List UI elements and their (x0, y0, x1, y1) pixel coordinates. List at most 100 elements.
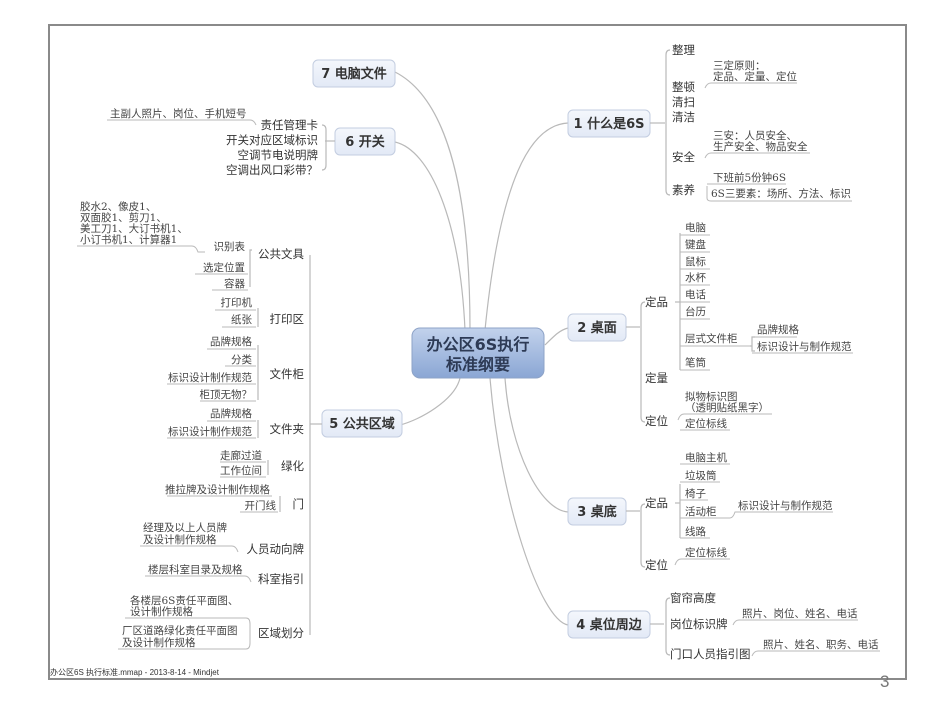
note-door-guide: 照片、姓名、职务、电话 (763, 638, 879, 651)
topic-what-is-6s[interactable]: 1 什么是6S (567, 109, 651, 138)
sub-stationery: 公共文具 (258, 247, 304, 261)
topic-switches[interactable]: 6 开关 (334, 127, 396, 156)
desk-surroundings-subtree: 窗帘高度 岗位标识牌 门口人员指引图 照片、岗位、姓名、电话 照片、姓名、职务、… (650, 591, 880, 661)
item-post-sign: 岗位标识牌 (670, 617, 728, 631)
sub-fixed-quantity: 定量 (645, 371, 668, 385)
svg-text:4 桌位周边: 4 桌位周边 (576, 617, 643, 633)
svg-text:7 电脑文件: 7 电脑文件 (321, 66, 387, 82)
sub-door: 门 (293, 497, 305, 511)
under-desk-subtree: 定品 定位 电脑主机 垃圾筒 椅子 活动柜 线路 标识设计与制作规范 定位标线 (626, 451, 833, 572)
item-switch-area-label: 开关对应区域标识 (226, 133, 318, 147)
footer-file-info: 办公区6S 执行标准.mmap - 2013-8-14 - Mindjet (50, 668, 219, 677)
item-ac-saving-sign: 空调节电说明牌 (238, 148, 319, 162)
svg-text:2 桌面: 2 桌面 (577, 320, 617, 336)
item-label-spec: 标识设计与制作规范 (757, 340, 852, 353)
sub-under-fixed-items: 定品 (645, 496, 668, 510)
note-responsibility-card: 主副人照片、岗位、手机短号 (110, 107, 247, 120)
what-is-6s-subtree: 整理 整顿 清扫 清洁 安全 素养 三定原则： 定品、定量、定位 三安：人员安全… (650, 43, 852, 202)
item-under-label-spec: 标识设计与制作规范 (738, 499, 833, 512)
item-trash: 垃圾筒 (685, 469, 717, 482)
central-topic[interactable]: 办公区6S执行 标准纲要 (411, 327, 545, 379)
center-connectors (394, 71, 569, 626)
item-mobile-cabinet: 活动柜 (685, 505, 717, 518)
item-keyboard: 键盘 (685, 238, 706, 251)
sub-staff-board: 人员动向牌 (247, 542, 305, 556)
note-three-safety-2: 生产安全、物品安全 (713, 140, 808, 153)
item-pc-host: 电脑主机 (685, 451, 727, 464)
item-workspace: 工作位间 (220, 464, 262, 477)
note-staff-board-2: 及设计制作规格 (143, 533, 217, 546)
topic-public-area[interactable]: 5 公共区域 (321, 409, 403, 438)
note-staff-board-1: 经理及以上人员牌 (143, 521, 227, 534)
sub-dept-guide: 科室指引 (258, 572, 304, 586)
item-safety: 安全 (672, 150, 695, 164)
note-area-4: 及设计制作规格 (122, 636, 196, 649)
item-select-position: 选定位置 (203, 261, 245, 274)
item-corridor: 走廊过道 (220, 449, 262, 462)
desktop-subtree: 定品 定量 定位 电脑 键盘 鼠标 水杯 电话 台历 层式文件柜 笔筒 品牌规格… (626, 221, 853, 431)
sub-folder: 文件夹 (270, 422, 305, 436)
item-sustain: 素养 (672, 183, 695, 197)
note-area-3: 厂区道路绿化责任平面图 (122, 624, 238, 637)
topic-under-desk[interactable]: 3 桌底 (567, 497, 627, 526)
central-topic-line1: 办公区6S执行 (427, 335, 530, 354)
item-folder-label-spec: 标识设计制作规范 (168, 425, 252, 438)
note-area-2: 设计制作规格 (130, 605, 193, 618)
sub-file-cabinet: 文件柜 (270, 367, 305, 381)
item-under-position-line: 定位标线 (685, 546, 727, 559)
sub-greening: 绿化 (281, 459, 304, 473)
note-stationery-3: 美工刀1、大订书机1、 (80, 222, 188, 235)
item-standardize: 清洁 (672, 110, 695, 124)
item-sort: 整理 (672, 43, 695, 57)
note-marker-image: 拟物标识图 (685, 390, 738, 403)
topic-desk-surroundings[interactable]: 4 桌位周边 (567, 610, 651, 639)
item-brand-spec: 品牌规格 (757, 323, 799, 336)
item-cabinet-label-spec: 标识设计制作规范 (168, 371, 252, 384)
item-ac-ribbon: 空调出风口彩带？ (226, 163, 318, 177)
item-printer: 打印机 (221, 296, 253, 309)
item-set-in-order: 整顿 (672, 80, 695, 94)
note-stationery-4: 小订书机1、计算器1 (80, 233, 177, 246)
item-door-sign: 推拉牌及设计制作规格 (165, 483, 270, 496)
item-paper: 纸张 (231, 313, 252, 326)
note-stationery-1: 胶水2、像皮1、 (80, 200, 156, 213)
note-post-sign: 照片、岗位、姓名、电话 (742, 607, 858, 620)
sub-print-area: 打印区 (270, 312, 305, 326)
svg-text:1 什么是6S: 1 什么是6S (574, 116, 645, 132)
note-dept-guide: 楼层科室目录及规格 (148, 563, 243, 576)
sub-under-fixed-position: 定位 (645, 558, 668, 572)
slide-frame (48, 24, 907, 680)
item-cabinet-classify: 分类 (231, 353, 252, 366)
sub-area-division: 区域划分 (258, 626, 304, 640)
item-cabinet-top: 柜顶无物？ (200, 388, 253, 401)
topic-desktop[interactable]: 2 桌面 (567, 313, 627, 342)
note-three-safety-1: 三安：人员安全、 (713, 129, 797, 142)
item-chair: 椅子 (685, 487, 706, 500)
topic-computer-files[interactable]: 7 电脑文件 (312, 59, 396, 88)
item-computer: 电脑 (685, 221, 706, 234)
note-area-1: 各楼层6S责任平面图、 (130, 594, 238, 607)
item-cup: 水杯 (685, 271, 706, 284)
item-position-line: 定位标线 (685, 417, 727, 430)
item-before-leave: 下班前5份钟6S (713, 171, 786, 184)
item-layered-cabinet: 层式文件柜 (685, 332, 738, 345)
item-folder-brand: 品牌规格 (210, 407, 252, 420)
note-stationery-2: 双面胶1、剪刀1、 (80, 211, 167, 224)
item-container: 容器 (224, 277, 245, 290)
item-cabinet-brand: 品牌规格 (210, 335, 252, 348)
svg-text:3 桌底: 3 桌底 (577, 504, 617, 520)
item-curtain-height: 窗帘高度 (670, 591, 716, 605)
public-area-subtree: 公共文具 打印区 文件柜 文件夹 绿化 门 人员动向牌 科室指引 区域划分 识别… (77, 200, 322, 650)
sub-fixed-items: 定品 (645, 295, 668, 309)
item-phone: 电话 (685, 288, 706, 301)
item-door-guide: 门口人员指引图 (670, 647, 751, 661)
page-number: 3 (880, 672, 890, 691)
note-three-fixed-1: 三定原则： (713, 59, 766, 72)
item-id-table: 识别表 (214, 240, 246, 253)
item-pen-holder: 笔筒 (685, 356, 706, 369)
item-three-elements: 6S三要素：场所、方法、标识 (711, 187, 851, 200)
item-door-line: 开门线 (245, 499, 277, 512)
item-mouse: 鼠标 (685, 255, 706, 268)
svg-text:6 开关: 6 开关 (345, 134, 385, 150)
